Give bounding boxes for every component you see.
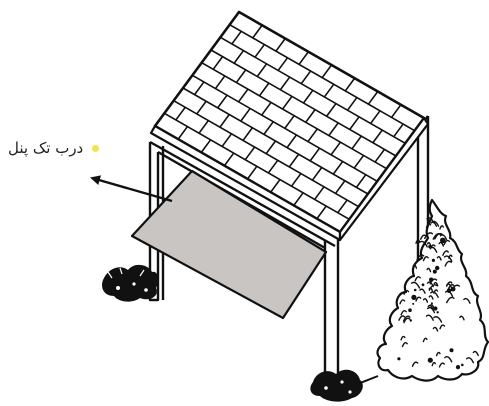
- foliage-dot: [431, 302, 433, 304]
- tree: [378, 200, 488, 381]
- foliage-dot: [456, 365, 460, 369]
- foliage-dot: [435, 266, 439, 270]
- foliage-dot: [440, 238, 446, 244]
- label-text: درب تک پنل: [8, 139, 83, 157]
- foliage-dot: [428, 358, 433, 363]
- foliage-dot: [437, 311, 439, 313]
- foliage-dot: [433, 270, 437, 274]
- door-direction-arrow: [92, 178, 172, 201]
- foliage-dot: [429, 278, 433, 282]
- foliage-dot: [410, 319, 412, 321]
- foliage-dot: [450, 348, 454, 352]
- foliage-dot: [432, 259, 435, 262]
- foliage-dot: [422, 283, 425, 286]
- foliage-dot: [414, 289, 417, 292]
- foliage-dot: [412, 303, 414, 305]
- foliage-dot: [461, 364, 464, 367]
- foliage-dot: [447, 288, 452, 293]
- foliage-dot: [397, 357, 400, 360]
- foliage-dot: [433, 306, 437, 310]
- foliage-dot: [411, 295, 416, 300]
- foliage-dot: [451, 287, 456, 292]
- foliage-dot: [428, 245, 431, 248]
- label-bullet-dot: [92, 145, 99, 152]
- right-shrub: [310, 370, 378, 402]
- foliage-dot: [408, 308, 412, 312]
- door-type-label: درب تک پنل: [8, 139, 99, 157]
- left-shrub: [102, 265, 158, 302]
